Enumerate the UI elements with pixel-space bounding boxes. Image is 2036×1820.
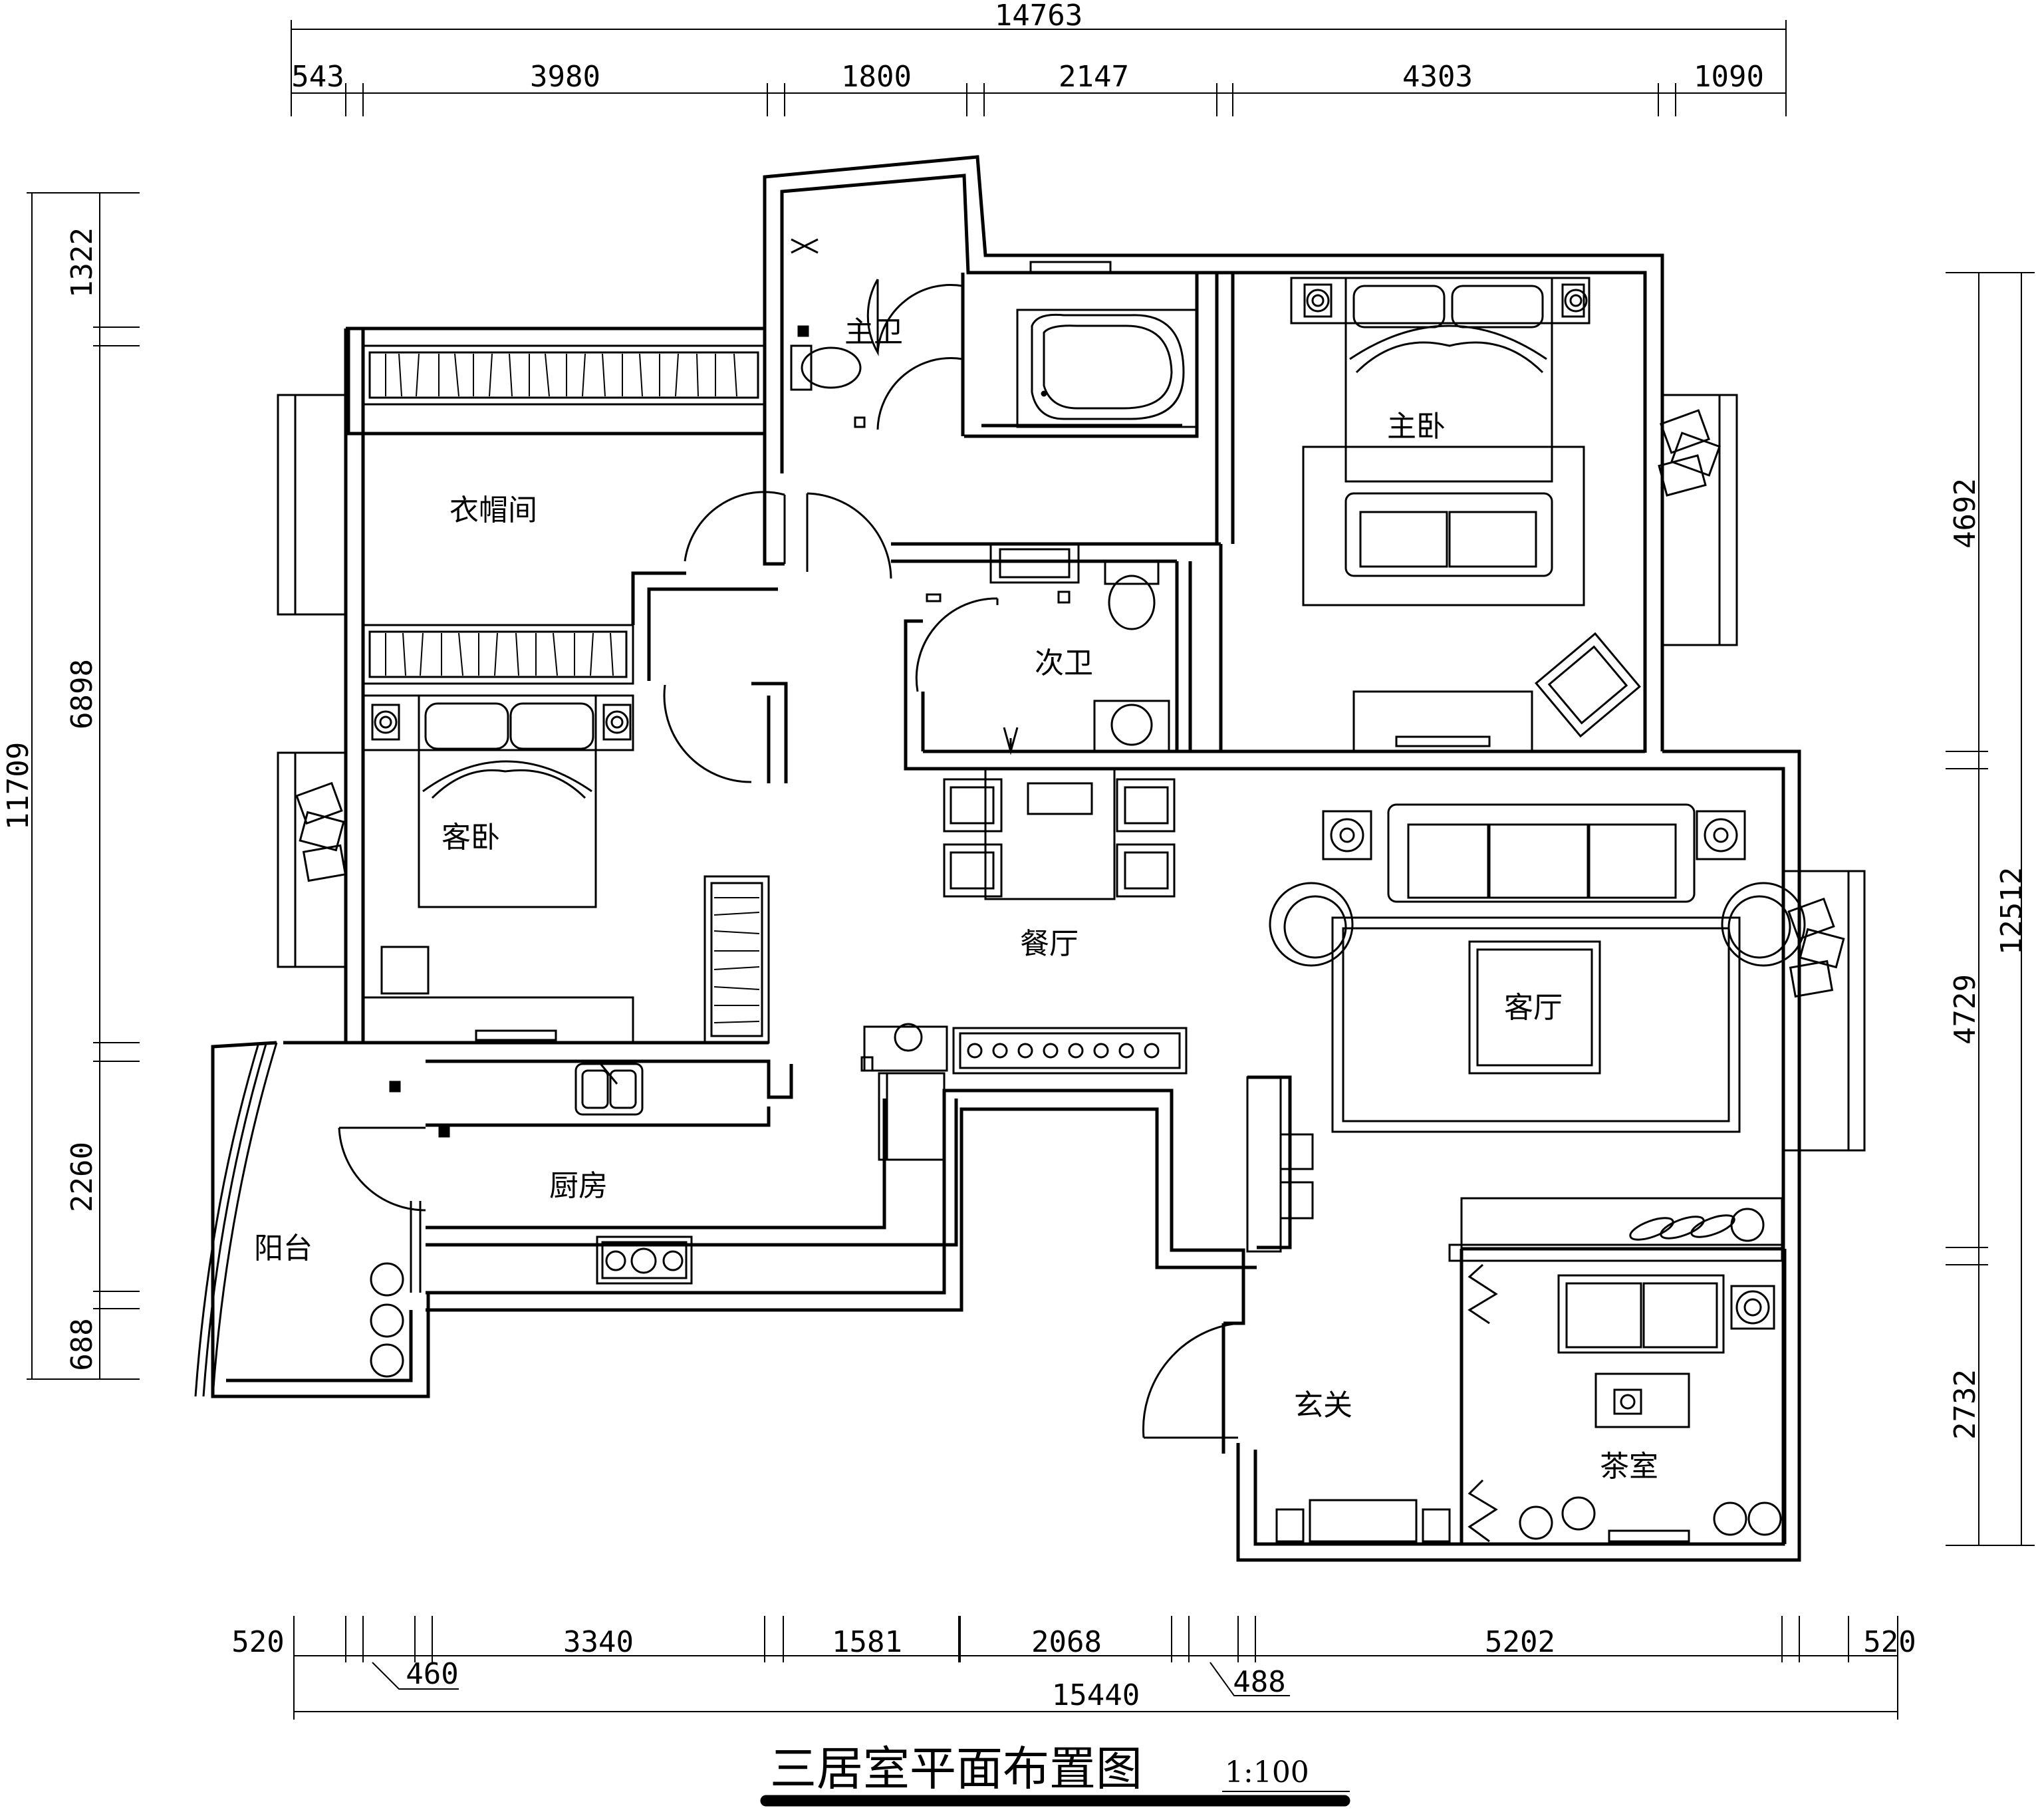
dimension-top: 14763 543 3980 1800 2147 4303 1090 xyxy=(291,0,1787,116)
dining-table-set xyxy=(943,767,1176,900)
room-label-living: 客厅 xyxy=(1504,991,1563,1025)
dim-top-3: 1800 xyxy=(841,60,912,94)
dimension-left: 11709 1322 6898 2260 688 xyxy=(1,192,140,1380)
dim-top-4: 2147 xyxy=(1059,60,1129,94)
cloakroom-wardrobe-top xyxy=(362,344,766,406)
dim-bottom-6: 520 xyxy=(1863,1625,1916,1659)
title-underline xyxy=(760,1795,1350,1807)
dim-bottom-4: 2068 xyxy=(1031,1625,1102,1659)
entrance-cabinet xyxy=(1275,1499,1451,1543)
windows xyxy=(194,261,1866,1397)
dim-bottom-total: 15440 xyxy=(1052,1678,1140,1712)
dim-bottom-3: 1581 xyxy=(832,1625,902,1659)
dim-bottom-5: 5202 xyxy=(1485,1625,1555,1659)
dim-bottom-small-1: 460 xyxy=(406,1657,458,1691)
room-label-dining: 餐厅 xyxy=(1020,927,1079,961)
living-cushions xyxy=(1787,897,1845,998)
guest-bed xyxy=(362,694,634,1044)
drawing-scale: 1:100 xyxy=(1225,1755,1309,1789)
cloakroom-wardrobe-bottom xyxy=(362,624,634,685)
dimension-bottom: 520 3340 1581 2068 5202 520 460 488 1544… xyxy=(231,1616,1916,1720)
room-label-second-bath: 次卫 xyxy=(1035,646,1093,680)
second-bath-toilet xyxy=(1003,560,1170,755)
guest-cushions xyxy=(295,781,347,882)
tea-room-plants xyxy=(1519,1496,1782,1543)
balcony-plants xyxy=(370,1262,404,1378)
room-labels: 主卫 主卧 衣帽间 次卫 客卧 餐厅 客厅 厨房 阳台 玄关 茶室 xyxy=(254,315,1658,1484)
dim-top-5: 4303 xyxy=(1402,60,1473,94)
dim-bottom-2: 3340 xyxy=(563,1625,634,1659)
dim-bottom-1: 520 xyxy=(231,1625,284,1659)
living-armchairs xyxy=(1269,882,1806,967)
dim-left-3: 2260 xyxy=(65,1142,99,1212)
bar-stools xyxy=(1246,1076,1314,1253)
dim-left-1: 1322 xyxy=(65,227,99,298)
room-label-balcony: 阳台 xyxy=(254,1232,313,1265)
room-label-master-bath: 主卫 xyxy=(844,315,903,349)
tea-room-sofa xyxy=(1557,1274,1775,1354)
sliding-doors xyxy=(1467,1263,1498,1543)
guest-wardrobe xyxy=(703,875,770,1044)
dim-top-total: 14763 xyxy=(995,0,1082,33)
dim-left-2: 6898 xyxy=(65,659,99,729)
dim-right-2: 4729 xyxy=(1948,974,1982,1045)
room-label-master-bedroom: 主卧 xyxy=(1387,410,1446,444)
kitchen-sink xyxy=(389,1061,644,1138)
dim-right-3: 2732 xyxy=(1948,1369,1982,1440)
master-rug-and-sofa xyxy=(1302,446,1641,753)
dim-right-1: 4692 xyxy=(1948,478,1982,549)
doors xyxy=(338,279,1239,1439)
room-label-kitchen: 厨房 xyxy=(549,1169,608,1203)
tea-room-counter xyxy=(1448,1197,1783,1262)
drawing-title: 三居室平面布置图 xyxy=(770,1742,1142,1796)
dim-bottom-small-2: 488 xyxy=(1233,1665,1285,1699)
bar-counter xyxy=(860,1023,1188,1161)
second-bath-vanity xyxy=(926,543,1080,604)
dim-left-total: 11709 xyxy=(1,742,35,830)
room-label-tea-room: 茶室 xyxy=(1600,1450,1658,1484)
dim-left-4: 688 xyxy=(65,1318,99,1370)
room-label-cloakroom: 衣帽间 xyxy=(449,493,537,527)
room-label-guest-bedroom: 客卧 xyxy=(442,821,500,854)
room-label-entrance: 玄关 xyxy=(1294,1388,1352,1422)
living-rug-and-table xyxy=(1331,916,1741,1133)
walls xyxy=(211,155,1801,1562)
master-cushions xyxy=(1658,409,1721,497)
dim-right-total: 12512 xyxy=(1995,867,2029,955)
dim-top-6: 1090 xyxy=(1694,60,1764,94)
dim-top-2: 3980 xyxy=(530,60,600,94)
dimension-right: 12512 4692 4729 2732 xyxy=(1946,272,2035,1546)
master-bath-toilet xyxy=(790,238,866,428)
drawing-title-block: 三居室平面布置图 1:100 xyxy=(760,1742,1350,1807)
dim-top-1: 543 xyxy=(291,60,344,94)
bathtub xyxy=(1016,309,1198,428)
master-bed xyxy=(1290,277,1591,483)
living-sofa xyxy=(1322,803,1746,903)
tea-table xyxy=(1594,1372,1690,1428)
kitchen-stove xyxy=(596,1235,693,1285)
